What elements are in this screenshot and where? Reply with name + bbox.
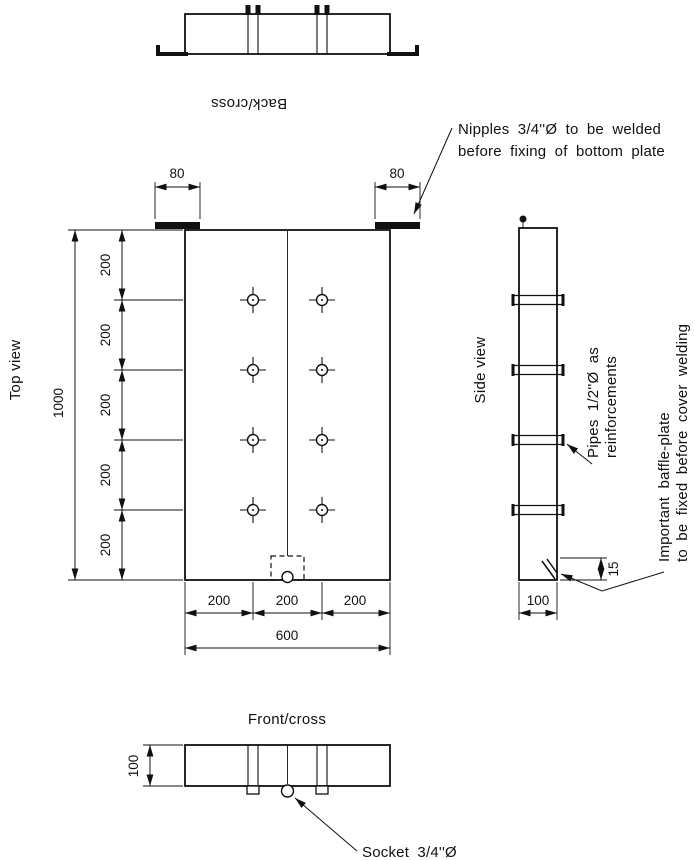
nipple-pipe-icon <box>244 4 262 55</box>
dim-width-seg-3: 200 <box>344 593 367 608</box>
dim-side-width: 100 <box>527 593 550 608</box>
front-cross-view <box>184 744 391 798</box>
baffle-leader-arrow <box>560 571 665 592</box>
flange-lip-left <box>156 45 188 56</box>
dim-height-seg-4: 200 <box>98 464 113 487</box>
pipe-symbol <box>308 426 336 454</box>
side-body <box>518 227 558 581</box>
dim-flange-left: 80 <box>169 166 184 181</box>
socket-note: Socket 3/4''Ø <box>362 844 457 860</box>
pipes-note-line2: reinforcements <box>603 356 620 458</box>
dim-height-seg-3: 200 <box>98 394 113 417</box>
side-view-label: Side view <box>472 337 489 404</box>
pipes-annotation: Pipes 1/2''Ø as reinforcements <box>566 347 620 465</box>
dim-flange-right: 80 <box>389 166 404 181</box>
top-view-label: Top view <box>7 340 24 401</box>
socket-annotation: Socket 3/4''Ø <box>294 797 457 860</box>
pipes-note-line1: Pipes 1/2''Ø as <box>585 347 602 458</box>
pipe-symbol <box>239 496 267 524</box>
back-cross-label: Back/cross <box>211 95 287 112</box>
pipes-leader-arrow <box>566 443 593 465</box>
pipe-symbol <box>239 286 267 314</box>
flange-lip-right <box>387 45 419 56</box>
nipple-dot-icon <box>519 215 527 223</box>
baffle-plate <box>546 558 558 574</box>
flange-bar-left <box>155 222 200 229</box>
front-cross-label: Front/cross <box>248 711 326 728</box>
pipe-band <box>511 292 565 308</box>
pipe-symbol <box>308 286 336 314</box>
nipples-annotation: Nipples 3/4''Ø to be welded before fixin… <box>413 121 665 215</box>
dim-total-height: 1000 <box>51 388 66 418</box>
pipe-band <box>511 502 565 518</box>
dim-height-seg-1: 200 <box>98 254 113 277</box>
top-view <box>155 222 420 584</box>
pipe-symbol <box>239 426 267 454</box>
side-view-dimensions: 100 15 <box>518 557 621 620</box>
side-view <box>511 215 565 581</box>
pipe-symbol <box>308 356 336 384</box>
nipples-note-line2: before fixing of bottom plate <box>458 143 665 160</box>
baffle-note-line1: Important baffle-plate <box>656 412 673 562</box>
dim-height-seg-2: 200 <box>98 324 113 347</box>
nipples-note-line1: Nipples 3/4''Ø to be welded <box>458 121 661 138</box>
pipe-band <box>511 362 565 378</box>
baffle-note-line2: to be fixed before cover welding <box>674 324 691 562</box>
back-cross-body <box>184 13 391 55</box>
dim-height-seg-5: 200 <box>98 534 113 557</box>
dim-baffle-height: 15 <box>606 561 621 576</box>
dim-width-seg-1: 200 <box>208 593 231 608</box>
socket-circle <box>280 784 295 798</box>
pipe-through-icon <box>246 744 260 795</box>
socket-circle <box>281 570 294 584</box>
baffle-annotation: Important baffle-plate to be fixed befor… <box>560 324 691 592</box>
dim-total-width: 600 <box>276 628 299 643</box>
back-cross-view <box>156 4 419 56</box>
top-view-dimensions: 80 80 1000 200 200 200 200 200 200 <box>51 166 421 655</box>
dim-front-height: 100 <box>126 755 141 778</box>
pipe-through-icon <box>315 744 329 795</box>
front-view-dimensions: 100 <box>126 744 183 787</box>
pipe-symbol <box>239 356 267 384</box>
nipple-pipe-icon <box>313 4 331 55</box>
pipe-band <box>511 432 565 448</box>
flange-bar-right <box>375 222 420 229</box>
pipe-symbol <box>308 496 336 524</box>
socket-hidden-box <box>270 555 305 581</box>
dim-width-seg-2: 200 <box>276 593 299 608</box>
baffle-plate <box>541 560 556 580</box>
socket-leader-arrow <box>294 797 358 852</box>
